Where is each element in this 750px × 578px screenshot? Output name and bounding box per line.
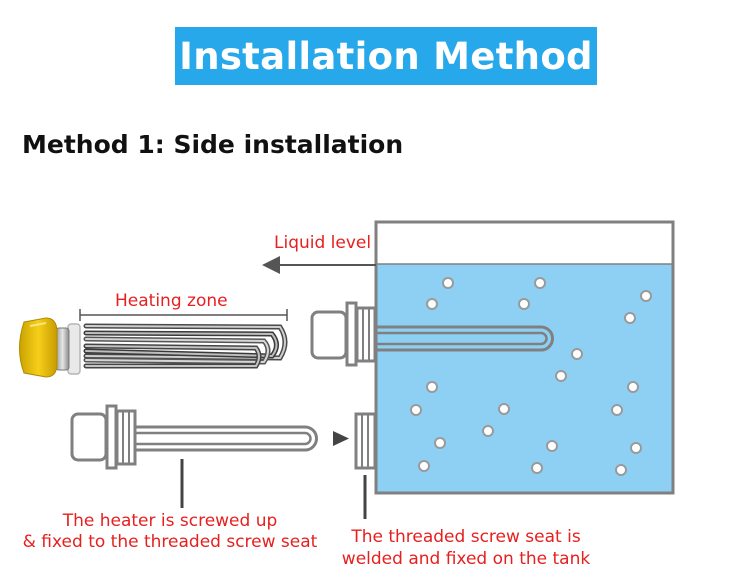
bubble xyxy=(498,403,510,415)
bubble xyxy=(426,298,438,310)
heater-caption-line1: The heater is screwed up xyxy=(62,511,278,531)
bubble xyxy=(615,464,627,476)
heater-photo-cap xyxy=(19,317,58,378)
standalone-heater-flange xyxy=(105,404,118,470)
bubble xyxy=(534,277,546,289)
installed-heater-flange xyxy=(345,301,358,367)
standalone-heater-thread xyxy=(115,409,137,466)
tank xyxy=(374,220,675,495)
page-title: Installation Method xyxy=(179,34,593,78)
bubble xyxy=(426,381,438,393)
seat-caption-line2: welded and fixed on the tank xyxy=(342,549,591,569)
screw-seat-body xyxy=(354,412,377,470)
standalone-heater-element-outer xyxy=(136,425,318,452)
heater-photo-nut xyxy=(55,327,70,371)
screw-seat-ridges xyxy=(361,415,369,467)
heater-photo xyxy=(19,317,288,378)
title-banner: Installation Method xyxy=(175,27,597,85)
bubble xyxy=(624,312,636,324)
standalone-heater-cap xyxy=(70,412,108,462)
bubble xyxy=(630,442,642,454)
standalone-heater-thread-ridges xyxy=(122,412,130,463)
installed-heater-cap xyxy=(310,310,348,360)
bubble xyxy=(611,404,623,416)
threaded-screw-seat xyxy=(354,412,377,470)
liquid-level-arrow xyxy=(262,256,376,274)
bubble xyxy=(482,425,494,437)
bubble xyxy=(531,462,543,474)
bubble xyxy=(418,460,430,472)
bubble xyxy=(546,440,558,452)
heating-zone-dimension xyxy=(79,309,288,321)
installed-heater-element-inner xyxy=(376,331,548,346)
bubble xyxy=(410,404,422,416)
installed-heater-thread xyxy=(355,306,377,363)
liquid-level-arrowhead xyxy=(262,256,280,274)
installed-heater-element-outer xyxy=(376,325,554,352)
bubble xyxy=(571,348,583,360)
heater-photo-washer xyxy=(67,323,81,375)
seat-caption-line1: The threaded screw seat is xyxy=(350,527,581,547)
bubbles xyxy=(410,277,652,476)
method-subtitle: Method 1: Side installation xyxy=(22,130,404,159)
bubble xyxy=(434,437,446,449)
bubble xyxy=(518,298,530,310)
insertion-arrow xyxy=(333,431,349,446)
bubble xyxy=(442,277,454,289)
standalone-heater xyxy=(70,404,318,470)
standalone-heater-element-inner xyxy=(136,431,312,446)
installed-heater xyxy=(310,301,554,367)
bubble xyxy=(640,290,652,302)
heater-photo-rods xyxy=(83,323,288,369)
heater-caption-line2: & fixed to the threaded screw seat xyxy=(23,532,318,552)
installed-heater-thread-ridges xyxy=(362,309,370,360)
bubble xyxy=(555,370,567,382)
liquid-level-label: Liquid level xyxy=(274,233,371,253)
bubble xyxy=(627,381,639,393)
heating-zone-label: Heating zone xyxy=(115,291,228,311)
